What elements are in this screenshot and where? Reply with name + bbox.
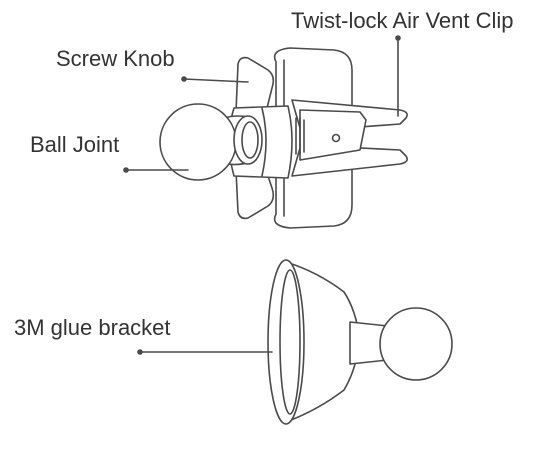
- glue-bracket-base-inner: [279, 269, 301, 415]
- leader-dot-glue-bracket: [137, 349, 143, 355]
- ball-joint: [159, 103, 263, 181]
- label-screw-knob: Screw Knob: [56, 46, 175, 71]
- ball-joint-sphere: [159, 103, 237, 181]
- leader-lines: [123, 35, 401, 355]
- label-ball-joint: Ball Joint: [30, 132, 120, 157]
- ball-joint-collar: [233, 115, 263, 165]
- glue-bracket-base: [267, 259, 305, 425]
- ball-joint-collar-inner: [241, 121, 259, 159]
- vent-clip-assembly: [273, 47, 408, 229]
- screw-knob-wing-bottom: [235, 169, 275, 220]
- vent-clip-spring: [295, 117, 305, 155]
- label-vent-clip: Twist-lock Air Vent Clip: [291, 8, 514, 33]
- vent-clip-pivot: [331, 133, 341, 143]
- screw-knob-ridge: [261, 107, 267, 177]
- leader-dot-vent-clip: [395, 35, 401, 41]
- screw-knob-wing-top: [235, 56, 275, 113]
- glue-bracket-assembly: [267, 259, 453, 425]
- label-glue-bracket: 3M glue bracket: [14, 315, 171, 340]
- leader-dot-screw-knob: [181, 76, 187, 82]
- leader-dot-ball-joint: [123, 167, 129, 173]
- leader-screw-knob: [183, 78, 249, 83]
- glue-bracket-ball: [379, 307, 453, 381]
